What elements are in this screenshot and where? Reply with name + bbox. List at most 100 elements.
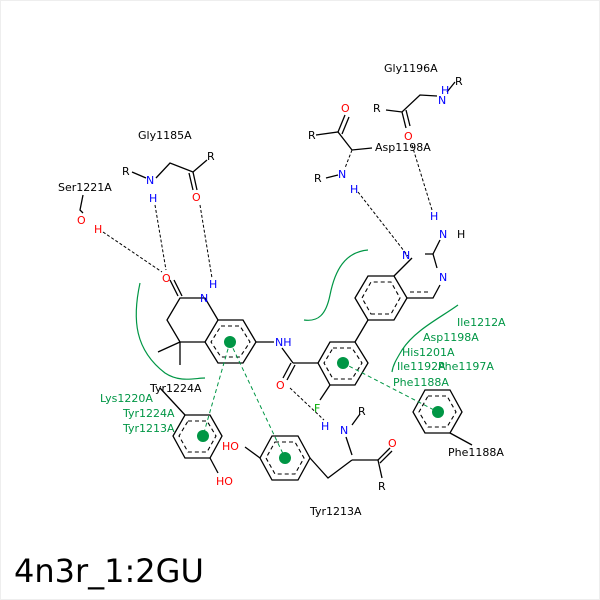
atom-label: O (192, 191, 201, 204)
bond-line (282, 362, 292, 379)
bond-line (166, 297, 219, 343)
residue-label-tyr1224: Tyr1224A (149, 382, 202, 395)
atom-label: R (314, 172, 322, 185)
bond-line (286, 364, 296, 381)
residue-label-gly1185: Gly1185A (138, 129, 192, 142)
bond-line (202, 341, 231, 437)
hydrophobic-label: Ile1212A (457, 316, 506, 329)
bond-line (154, 204, 167, 271)
residue-label-ser1221: Ser1221A (58, 181, 112, 194)
atom-label: H (209, 278, 217, 291)
atom-label: HO (216, 475, 233, 488)
atom-label: R (207, 150, 215, 163)
bond-line (407, 284, 441, 299)
atom-label: N (338, 168, 346, 181)
hydrophobic-label: Phe1197A (438, 360, 494, 373)
atom-label: R (455, 75, 463, 88)
bond-line (357, 191, 409, 257)
bond-line (341, 116, 350, 135)
bond-line (377, 459, 383, 479)
bond-line (209, 457, 219, 474)
atom-label: N (439, 271, 447, 284)
bond-line (309, 457, 353, 479)
hydrophobic-contour-left (135, 282, 206, 380)
bond-line (244, 446, 261, 459)
bond-line (199, 204, 213, 279)
atom-label: R (308, 129, 316, 142)
atom-label: O (77, 214, 86, 227)
bond-line (337, 114, 346, 133)
atom-label: O (388, 437, 397, 450)
bond-line (178, 420, 217, 453)
bond-line (192, 171, 198, 191)
bond-line (210, 325, 251, 358)
bond-line (379, 450, 393, 464)
bond-line (354, 275, 408, 321)
bond-line (432, 239, 441, 255)
bond-line (173, 279, 183, 297)
atom-label: H (94, 223, 102, 236)
bond-line (229, 341, 286, 459)
bond-line (449, 432, 473, 446)
bond-line (204, 319, 257, 364)
hydrophobic-label: Phe1188A (393, 376, 449, 389)
bond-line (351, 413, 361, 426)
hydrophobic-contour-top (303, 249, 369, 321)
bond-line (446, 81, 456, 93)
bond-line (289, 387, 325, 421)
bond-line (405, 109, 411, 127)
atom-label: O (404, 130, 413, 143)
ring-centroid (432, 406, 444, 418)
hydrophobic-label: His1201A (402, 346, 455, 359)
hydrophobic-label: Tyr1224A (122, 407, 175, 420)
atom-label: H (430, 210, 438, 223)
atom-label: R (358, 405, 366, 418)
residue-label-tyr1213: Tyr1213A (309, 505, 362, 518)
bond-line (188, 172, 194, 191)
diagram-title: 4n3r_1:2GU (14, 552, 204, 590)
bond-line (401, 111, 407, 129)
hydrophobic-label: Lys1220A (100, 392, 153, 405)
atom-label: N (146, 174, 154, 187)
bond-line (155, 159, 208, 179)
atom-label: H (441, 84, 449, 97)
atom-label: F (314, 402, 320, 415)
ring-centroid (224, 336, 236, 348)
bond-line (393, 257, 413, 277)
bond-line (281, 347, 294, 364)
bond-line (344, 149, 353, 169)
atom-label: R (122, 165, 130, 178)
hydrophobic-label: Asp1198A (423, 331, 479, 344)
bond-line (342, 362, 439, 413)
atom-label: NH (275, 336, 292, 349)
bond-line (323, 347, 363, 380)
atom-label: N (439, 228, 447, 241)
residue-label-phe1188: Phe1188A (448, 446, 504, 459)
bond-line (265, 441, 305, 475)
bond-line (159, 387, 186, 416)
bond-line (102, 231, 163, 273)
ring-centroid (337, 357, 349, 369)
atom-label: N (438, 94, 446, 107)
hydrogen-bonds (102, 144, 433, 421)
residue-structures (79, 81, 473, 481)
bond-line (325, 174, 339, 179)
atom-label: H (457, 228, 465, 241)
bond-line (361, 281, 401, 315)
bond-line (315, 131, 373, 151)
bond-line (354, 319, 369, 343)
bond-line (131, 171, 147, 179)
residue-labels: Gly1196A Asp1198A Gly1185A Ser1221A Tyr1… (58, 62, 506, 518)
bond-line (418, 395, 457, 428)
ligand-structure (157, 239, 441, 401)
hydrophobic-contour-right (391, 304, 459, 373)
ring-centroid (279, 452, 291, 464)
bond-line (345, 436, 353, 456)
residue-label-gly1196: Gly1196A (384, 62, 438, 75)
ring-centroid (197, 430, 209, 442)
atom-label: N (340, 424, 348, 437)
residue-label-asp1198: Asp1198A (375, 141, 431, 154)
atom-label: N (402, 249, 410, 262)
atom-label: O (276, 379, 285, 392)
